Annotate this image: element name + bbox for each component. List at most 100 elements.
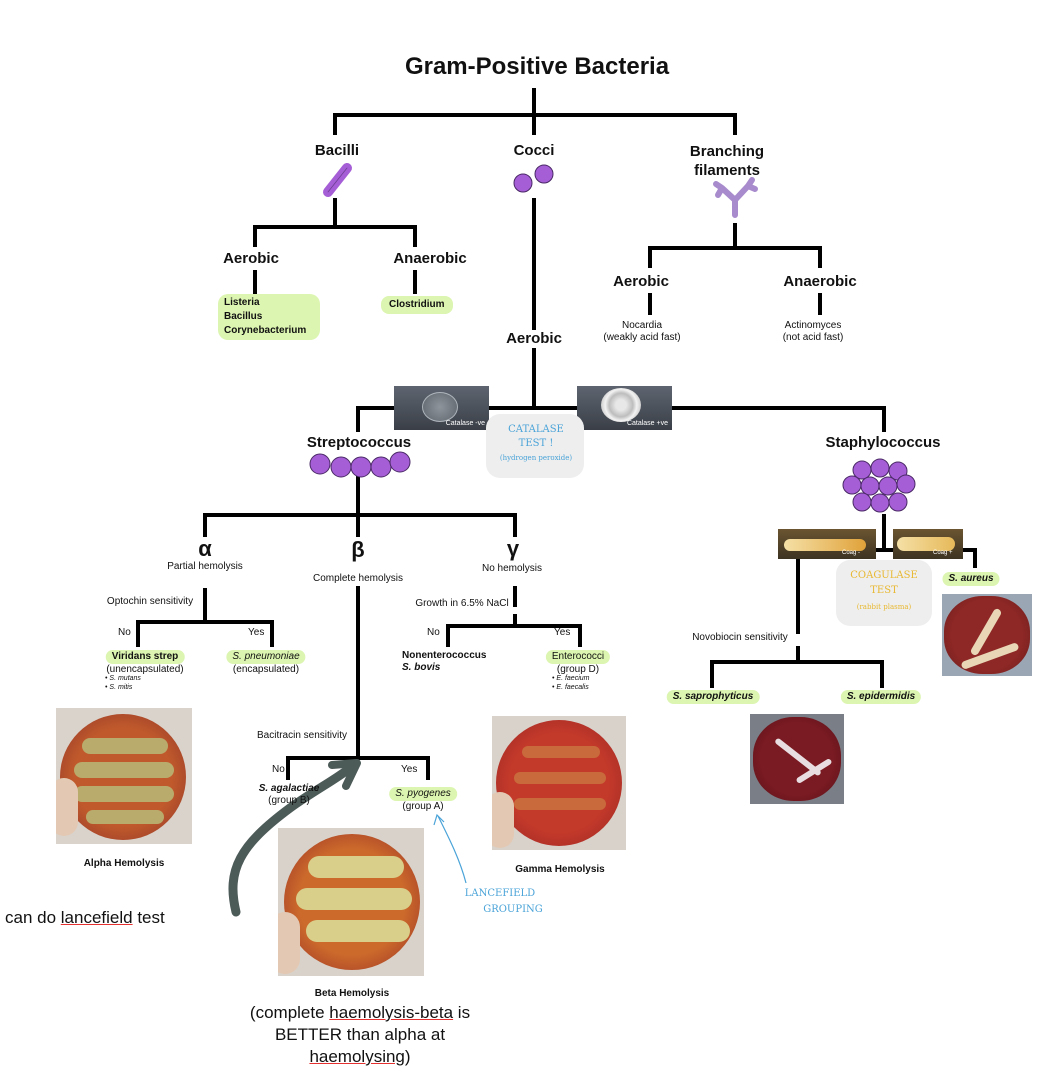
alpha-plate-streak-4 <box>86 810 164 824</box>
connector-branching <box>648 223 822 268</box>
bacillus-rod-outline <box>327 167 348 193</box>
connector-staph <box>710 514 977 688</box>
gamma-symbol: γ <box>506 536 520 561</box>
optochin-test-label: Optochin sensitivity <box>106 596 194 607</box>
lancefield-word: lancefield <box>60 908 133 927</box>
beta-note-part1: (complete <box>249 1003 330 1022</box>
catalase-note-line2: TEST ! <box>518 438 554 449</box>
alpha-hemolysis-plate-photo <box>56 708 192 844</box>
beta-note-line2: BETTER than alpha at <box>274 1025 446 1044</box>
actinomyces-label: Actinomyces (not acid fast) <box>783 320 844 344</box>
enterococci-node: Enterococci (group D) <box>545 646 611 676</box>
alpha-plate-streak-1 <box>82 738 168 754</box>
branching-aerobic-label: Aerobic <box>613 273 669 290</box>
connector-strep <box>203 476 517 537</box>
s-pneumoniae-sub: (encapsulated) <box>232 664 300 675</box>
gamma-plate-caption: Gamma Hemolysis <box>515 864 605 875</box>
alpha-plate-streak-3 <box>74 786 174 802</box>
s-mitis-label: S. mitis <box>109 684 133 691</box>
beta-plate-streak-3 <box>306 920 410 942</box>
s-epidermidis-label: S. epidermidis <box>840 690 922 704</box>
e-faecium-label: E. faecium <box>556 675 590 682</box>
catalase-note-line1: CATALASE <box>508 424 564 435</box>
s-agalactiae-label: S. agalactiae <box>258 783 320 794</box>
s-pyogenes-sub: (group A) <box>402 801 444 812</box>
nocardia-note: (weakly acid fast) <box>603 332 681 343</box>
beta-hemolysis-plate-photo <box>278 828 424 976</box>
nocardia-label: Nocardia (weakly acid fast) <box>603 320 680 344</box>
diagram-title: Gram-Positive Bacteria <box>404 53 670 80</box>
cocci-pair-icon <box>513 164 554 193</box>
connector-beta <box>286 586 430 780</box>
lancefield-suffix: test <box>132 908 165 927</box>
beta-note: (complete haemolysis-beta is BETTER than… <box>250 1002 470 1068</box>
nonenterococcus-label: Nonenterococcus <box>402 650 487 661</box>
actinomyces-name: Actinomyces <box>784 320 842 331</box>
nonenterococcus-node: Nonenterococcus S. bovis <box>402 650 486 674</box>
connector-bacilli-leaves <box>253 270 417 294</box>
novobiocin-test-label: Novobiocin sensitivity <box>690 632 790 644</box>
lancefield-grouping-line1: LANCEFIELD <box>464 888 536 899</box>
alpha-plate-caption: Alpha Hemolysis <box>83 858 165 869</box>
agalactiae-node: S. agalactiae (group B) <box>259 783 320 807</box>
coagulase-test-note: COAGULASE TEST (rabbit plasma) <box>836 560 932 626</box>
branching-filament-icon <box>713 177 758 218</box>
catalase-test-note: CATALASE TEST ! (hydrogen peroxide) <box>486 414 584 478</box>
s-agalactiae-sub: (group B) <box>268 795 310 806</box>
lancefield-prefix: can do <box>5 908 61 927</box>
actinomyces-note: (not acid fast) <box>782 332 844 343</box>
alpha-plate-thumb <box>56 778 78 836</box>
lancefield-grouping-line2: GROUPING <box>483 904 543 915</box>
catalase-note-line3: (hydrogen peroxide) <box>499 454 573 462</box>
e-faecalis-label: E. faecalis <box>556 684 589 691</box>
gamma-plate-streak-2 <box>514 772 606 784</box>
nocardia-name: Nocardia <box>621 320 663 331</box>
catalase-positive-bubbles <box>601 388 641 422</box>
streptococcus-label: Streptococcus <box>306 434 412 451</box>
listeria-label: Listeria <box>224 297 260 308</box>
lancefield-grouping-note: LANCEFIELD GROUPING <box>457 886 543 918</box>
lancefield-arrow <box>228 763 355 917</box>
viridans-examples: • S. mutans • S. mitis <box>105 675 141 691</box>
novobiocin-plate-photo <box>750 714 844 804</box>
bacilli-anaerobic-label: Anaerobic <box>393 250 467 267</box>
alpha-yes-label: Yes <box>248 627 265 638</box>
beta-plate-streak-1 <box>308 856 404 878</box>
pyogenes-node: S. pyogenes (group A) <box>389 783 457 813</box>
alpha-plate-streak-2 <box>74 762 174 778</box>
s-mutans-label: S. mutans <box>109 675 141 682</box>
coagulase-negative-tube-photo: Coag - <box>778 529 876 559</box>
coagulase-positive-tube-photo: Coag + <box>893 529 963 559</box>
beta-symbol: β <box>351 537 365 562</box>
beta-yes-label: Yes <box>401 764 418 775</box>
s-aureus-label: S. aureus <box>942 572 1000 586</box>
alpha-no-label: No <box>118 627 131 638</box>
viridans-strep-node: Viridans strep (unencapsulated) <box>105 646 185 676</box>
lancefield-arrow-head <box>328 759 361 790</box>
gamma-hemolysis-label: No hemolysis <box>481 563 543 574</box>
beta-note-part5: ) <box>404 1047 411 1066</box>
gamma-no-label: No <box>427 627 440 638</box>
enterococci-sub: (group D) <box>556 664 600 675</box>
staphylococcus-label: Staphylococcus <box>825 434 941 451</box>
branching-anaerobic-label: Anaerobic <box>783 273 857 290</box>
bacillus-genus-label: Bacillus <box>224 311 263 322</box>
streptococcus-chain-icon <box>309 451 411 478</box>
s-pyogenes-label: S. pyogenes <box>389 787 457 801</box>
coag-note-line2: TEST <box>870 585 898 596</box>
gamma-plate-streak-3 <box>514 798 606 810</box>
coag-note-line1: COAGULASE <box>850 570 918 581</box>
bacitracin-test-label: Bacitracin sensitivity <box>256 730 348 741</box>
catalase-negative-drop <box>422 392 458 422</box>
bacilli-aerobic-label: Aerobic <box>223 250 279 267</box>
bacilli-label: Bacilli <box>314 142 360 159</box>
s-aureus-plate-photo <box>942 594 1032 676</box>
enterococci-examples: • E. faecium • E. faecalis <box>552 675 590 691</box>
branching-label-line2: filaments <box>694 162 760 179</box>
bacilli-aerobic-list: Listeria Bacillus Corynebacterium <box>218 294 321 340</box>
viridans-strep-label: Viridans strep <box>105 650 185 664</box>
branching-label-line1: Branching <box>689 143 765 160</box>
coag-note-line3: (rabbit plasma) <box>856 603 912 611</box>
pneumoniae-node: S. pneumoniae (encapsulated) <box>226 646 306 676</box>
